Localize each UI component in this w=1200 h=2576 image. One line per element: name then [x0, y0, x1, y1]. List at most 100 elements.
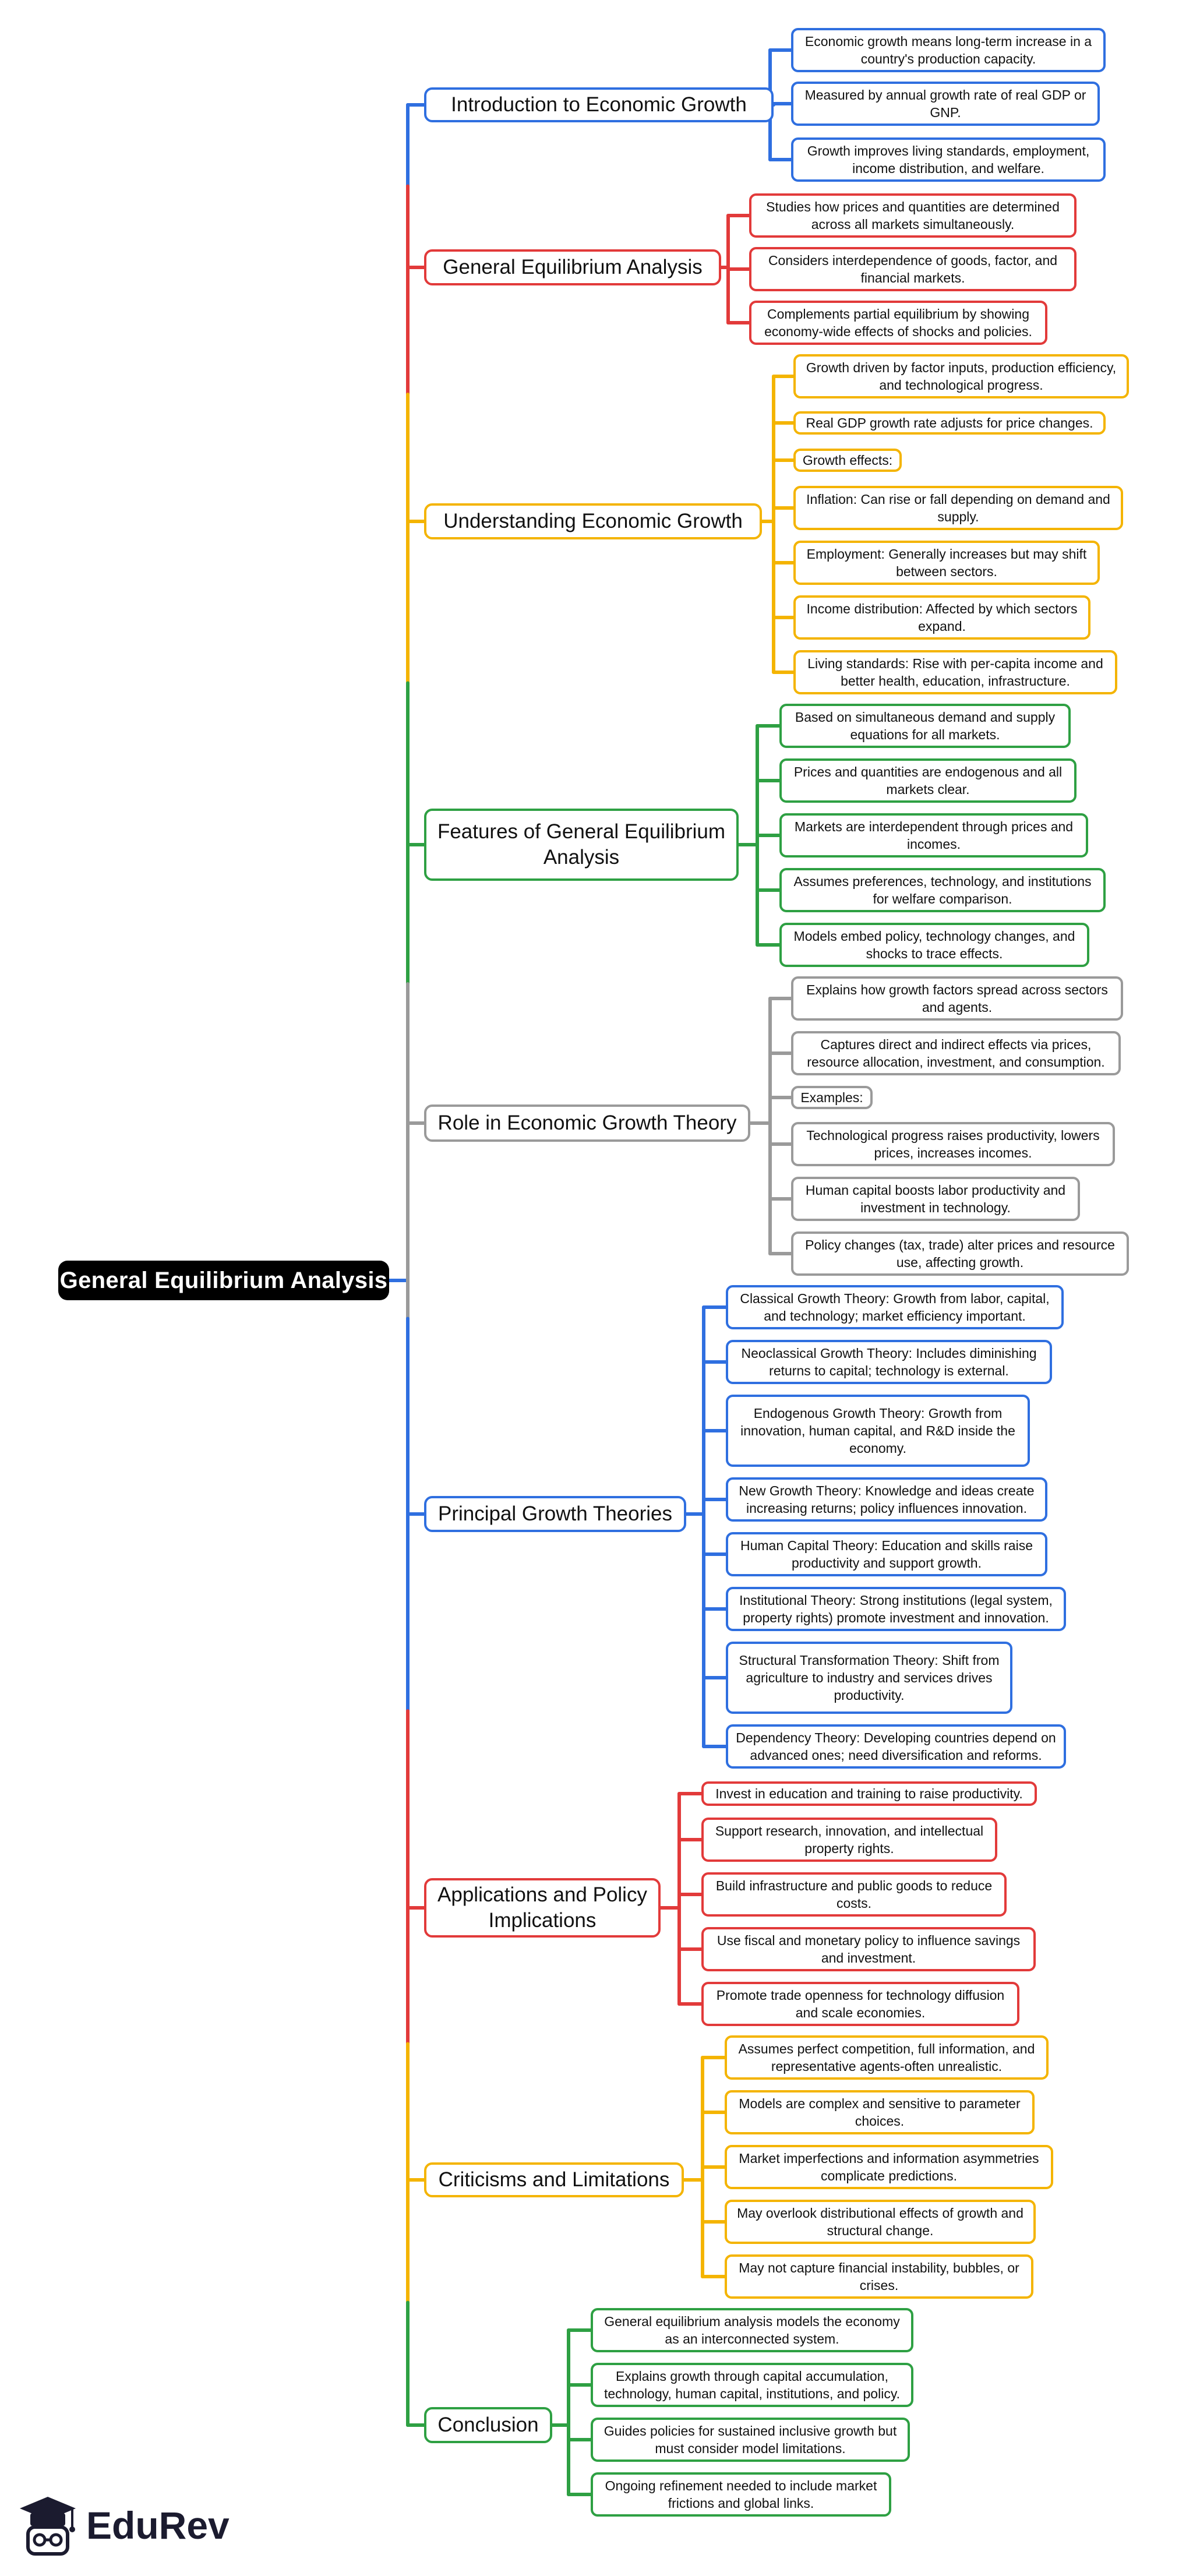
leaf-text: Models are complex and sensitive to para…: [739, 2096, 1021, 2129]
branch-node: Role in Economic Growth Theory: [424, 1104, 750, 1142]
leaf-node: Ongoing refinement needed to include mar…: [591, 2472, 891, 2517]
leaf-node: Growth effects:: [793, 449, 902, 472]
leaf-text: Economic growth means long-term increase…: [804, 34, 1092, 66]
branch-node: Applications and Policy Implications: [424, 1878, 661, 1938]
leaf-node: Neoclassical Growth Theory: Includes dim…: [726, 1340, 1052, 1384]
root-node: General Equilibrium Analysis: [58, 1261, 389, 1300]
leaf-node: Considers interdependence of goods, fact…: [749, 247, 1077, 291]
leaf-node: Captures direct and indirect effects via…: [791, 1031, 1121, 1075]
leaf-node: Models are complex and sensitive to para…: [725, 2090, 1035, 2134]
leaf-text: Real GDP growth rate adjusts for price c…: [806, 415, 1093, 430]
leaf-node: Policy changes (tax, trade) alter prices…: [791, 1231, 1129, 1276]
leaf-text: Studies how prices and quantities are de…: [766, 199, 1060, 232]
branch-node: Conclusion: [424, 2407, 552, 2443]
leaf-node: Employment: Generally increases but may …: [793, 541, 1100, 585]
leaf-node: May overlook distributional effects of g…: [725, 2200, 1036, 2244]
leaf-text: May overlook distributional effects of g…: [737, 2206, 1023, 2238]
branch-node: Principal Growth Theories: [424, 1496, 686, 1532]
leaf-node: Economic growth means long-term increase…: [791, 28, 1106, 72]
branch-label: Features of General Equilibrium Analysis: [437, 820, 726, 869]
edurev-logo: EduRev: [17, 2487, 239, 2563]
leaf-node: Human Capital Theory: Education and skil…: [726, 1532, 1047, 1576]
leaf-node: New Growth Theory: Knowledge and ideas c…: [726, 1477, 1047, 1522]
leaf-text: New Growth Theory: Knowledge and ideas c…: [739, 1483, 1035, 1516]
branch-node: Understanding Economic Growth: [424, 503, 762, 539]
leaf-node: Explains growth through capital accumula…: [591, 2363, 913, 2407]
leaf-node: Models embed policy, technology changes,…: [779, 923, 1089, 967]
leaf-node: Structural Transformation Theory: Shift …: [726, 1642, 1012, 1714]
branch-node: Criticisms and Limitations: [424, 2162, 684, 2197]
leaf-text: Assumes preferences, technology, and ins…: [793, 874, 1092, 906]
leaf-node: Based on simultaneous demand and supply …: [779, 704, 1071, 748]
leaf-text: Dependency Theory: Developing countries …: [736, 1730, 1056, 1763]
leaf-text: Neoclassical Growth Theory: Includes dim…: [741, 1346, 1037, 1378]
leaf-node: Support research, innovation, and intell…: [701, 1818, 997, 1862]
leaf-text: Assumes perfect competition, full inform…: [738, 2041, 1035, 2074]
leaf-node: Assumes perfect competition, full inform…: [725, 2035, 1049, 2080]
leaf-node: Invest in education and training to rais…: [701, 1781, 1037, 1806]
leaf-text: Technological progress raises productivi…: [806, 1128, 1100, 1160]
leaf-text: Income distribution: Affected by which s…: [806, 601, 1078, 634]
leaf-text: Ongoing refinement needed to include mar…: [605, 2478, 877, 2511]
branch-node: General Equilibrium Analysis: [424, 249, 721, 285]
leaf-node: Use fiscal and monetary policy to influe…: [701, 1927, 1036, 1971]
leaf-text: Market imperfections and information asy…: [739, 2151, 1039, 2183]
leaf-text: Guides policies for sustained inclusive …: [603, 2423, 897, 2456]
branch-label: Understanding Economic Growth: [443, 510, 743, 532]
leaf-text: Classical Growth Theory: Growth from lab…: [740, 1291, 1050, 1324]
leaf-node: Examples:: [791, 1086, 873, 1109]
leaf-node: May not capture financial instability, b…: [725, 2254, 1033, 2299]
leaf-node: Living standards: Rise with per-capita i…: [793, 650, 1117, 694]
leaf-text: Endogenous Growth Theory: Growth from in…: [740, 1406, 1015, 1456]
leaf-node: Promote trade openness for technology di…: [701, 1982, 1019, 2026]
leaf-text: Promote trade openness for technology di…: [716, 1988, 1005, 2020]
branch-label: Introduction to Economic Growth: [451, 93, 747, 116]
leaf-text: Employment: Generally increases but may …: [806, 546, 1087, 579]
leaf-node: Human capital boosts labor productivity …: [791, 1177, 1080, 1221]
leaf-node: Growth driven by factor inputs, producti…: [793, 354, 1129, 398]
leaf-node: Build infrastructure and public goods to…: [701, 1872, 1007, 1917]
leaf-text: Invest in education and training to rais…: [715, 1786, 1023, 1801]
leaf-node: Inflation: Can rise or fall depending on…: [793, 486, 1123, 530]
leaf-text: Living standards: Rise with per-capita i…: [807, 656, 1103, 689]
leaf-text: Inflation: Can rise or fall depending on…: [806, 492, 1110, 524]
leaf-node: Market imperfections and information asy…: [725, 2145, 1053, 2189]
leaf-text: May not capture financial instability, b…: [739, 2260, 1019, 2293]
leaf-node: Classical Growth Theory: Growth from lab…: [726, 1285, 1064, 1329]
leaf-text: Explains how growth factors spread acros…: [806, 982, 1108, 1015]
leaf-node: Measured by annual growth rate of real G…: [791, 82, 1100, 126]
leaf-text: Support research, innovation, and intell…: [715, 1823, 984, 1856]
branch-label: Criticisms and Limitations: [438, 2168, 670, 2191]
leaf-node: Studies how prices and quantities are de…: [749, 193, 1077, 238]
root-label: General Equilibrium Analysis: [59, 1267, 388, 1293]
leaf-text: Growth driven by factor inputs, producti…: [806, 360, 1117, 393]
branch-label: Conclusion: [437, 2413, 539, 2436]
leaf-text: Models embed policy, technology changes,…: [793, 929, 1075, 961]
branch-label: Role in Economic Growth Theory: [437, 1111, 737, 1134]
leaf-node: Real GDP growth rate adjusts for price c…: [793, 411, 1106, 435]
leaf-text: Human Capital Theory: Education and skil…: [740, 1538, 1033, 1571]
leaf-node: Endogenous Growth Theory: Growth from in…: [726, 1395, 1030, 1467]
branch-node: Introduction to Economic Growth: [424, 87, 774, 122]
leaf-text: Captures direct and indirect effects via…: [807, 1037, 1105, 1070]
leaf-node: Guides policies for sustained inclusive …: [591, 2418, 910, 2462]
leaf-text: Structural Transformation Theory: Shift …: [739, 1653, 1000, 1703]
leaf-text: Build infrastructure and public goods to…: [715, 1878, 993, 1911]
graduation-cap-icon: [20, 2497, 76, 2556]
leaf-text: Explains growth through capital accumula…: [604, 2369, 900, 2401]
leaf-node: Dependency Theory: Developing countries …: [726, 1724, 1066, 1769]
leaf-text: Markets are interdependent through price…: [794, 819, 1074, 852]
leaf-text: Measured by annual growth rate of real G…: [804, 87, 1086, 120]
leaf-node: Explains how growth factors spread acros…: [791, 976, 1123, 1021]
branch-label: Principal Growth Theories: [437, 1502, 673, 1525]
leaf-text: Examples:: [800, 1090, 863, 1105]
leaf-text: Considers interdependence of goods, fact…: [768, 253, 1058, 285]
branch-label: General Equilibrium Analysis: [443, 256, 703, 278]
leaf-node: General equilibrium analysis models the …: [591, 2308, 913, 2352]
leaf-text: Growth effects:: [802, 453, 893, 468]
leaf-node: Growth improves living standards, employ…: [791, 137, 1106, 182]
leaf-text: Growth improves living standards, employ…: [807, 143, 1090, 176]
leaf-node: Prices and quantities are endogenous and…: [779, 758, 1077, 803]
